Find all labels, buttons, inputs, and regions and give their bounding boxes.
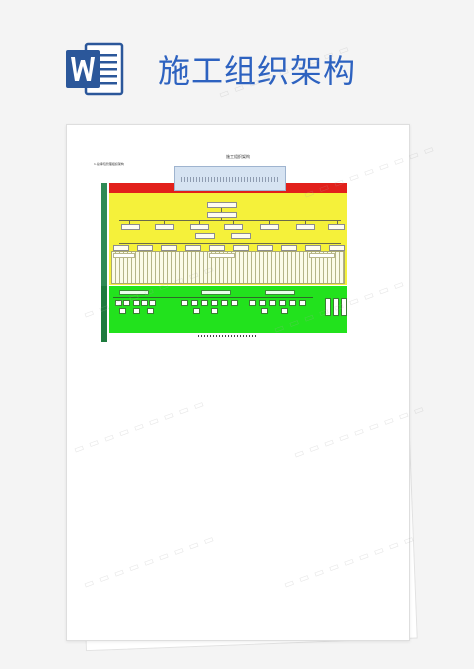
document-subheading: 1.总承包管理组织架构 (94, 162, 124, 166)
org-connector (269, 220, 270, 224)
org-green-cell (115, 300, 122, 306)
org-connector (337, 220, 338, 224)
org-green-cell (249, 300, 256, 306)
org-green-cell (279, 300, 286, 306)
org-node-team (161, 245, 177, 251)
word-document-icon (66, 42, 124, 96)
org-node-team (281, 245, 297, 251)
org-green-column (333, 298, 339, 316)
org-connector (164, 220, 165, 224)
org-node-team (113, 245, 129, 251)
org-connector (199, 220, 200, 224)
org-node-dept (328, 224, 345, 230)
org-green-cell (221, 300, 228, 306)
org-connector (113, 297, 313, 298)
org-node-sub (195, 233, 215, 239)
org-node-dept (260, 224, 279, 230)
org-green-cell (261, 308, 268, 314)
org-green-cell (147, 308, 154, 314)
org-connector (119, 220, 341, 221)
org-chart (101, 166, 347, 344)
org-green-cell (259, 300, 266, 306)
org-connector (305, 220, 306, 224)
org-management-area (109, 193, 347, 285)
org-node-team (329, 245, 345, 251)
org-node-dept (190, 224, 209, 230)
document-page: 施工组织架构 1.总承包管理组织架构 (66, 124, 410, 641)
org-staff-cell (209, 253, 235, 258)
org-green-cell (133, 300, 140, 306)
org-green-cell (269, 300, 276, 306)
org-node-team (233, 245, 249, 251)
org-staff-cell (113, 253, 135, 258)
org-staff-cell (309, 253, 335, 258)
org-green-cell (149, 300, 156, 306)
org-green-header (119, 290, 149, 295)
org-green-column (325, 298, 331, 316)
org-construction-area (109, 286, 347, 333)
org-side-bar-lower (101, 286, 107, 342)
document-title: 施工组织架构 (226, 154, 250, 159)
org-connector (233, 220, 234, 224)
org-node-second (207, 212, 237, 218)
org-green-cell (123, 300, 130, 306)
org-node-dept (224, 224, 243, 230)
header-banner: 施工组织架构 (0, 0, 474, 120)
org-green-cell (133, 308, 140, 314)
org-green-cell (119, 308, 126, 314)
org-node-team (209, 245, 225, 251)
org-green-cell (299, 300, 306, 306)
org-green-cell (191, 300, 198, 306)
org-top-box-text (181, 177, 279, 182)
org-connector (119, 243, 341, 244)
org-side-bar (101, 183, 107, 286)
org-node-root (207, 202, 237, 208)
org-node-team (257, 245, 273, 251)
org-green-column (341, 298, 347, 316)
page-title: 施工组织架构 (158, 52, 357, 90)
org-green-header (265, 290, 295, 295)
org-top-box (174, 166, 286, 191)
org-node-team (305, 245, 321, 251)
org-green-cell (211, 308, 218, 314)
org-green-cell (201, 300, 208, 306)
org-node-team (185, 245, 201, 251)
org-green-cell (231, 300, 238, 306)
org-footnote (198, 335, 258, 337)
org-green-cell (289, 300, 296, 306)
org-node-dept (155, 224, 174, 230)
org-node-dept (121, 224, 140, 230)
org-green-header (201, 290, 231, 295)
org-green-cell (193, 308, 200, 314)
org-node-dept (296, 224, 315, 230)
org-connector (221, 218, 222, 221)
org-green-cell (181, 300, 188, 306)
org-connector (129, 220, 130, 224)
org-green-cell (281, 308, 288, 314)
org-connector (221, 208, 222, 212)
org-green-cell (211, 300, 218, 306)
org-node-team (137, 245, 153, 251)
org-node-sub (231, 233, 251, 239)
org-green-cell (141, 300, 148, 306)
